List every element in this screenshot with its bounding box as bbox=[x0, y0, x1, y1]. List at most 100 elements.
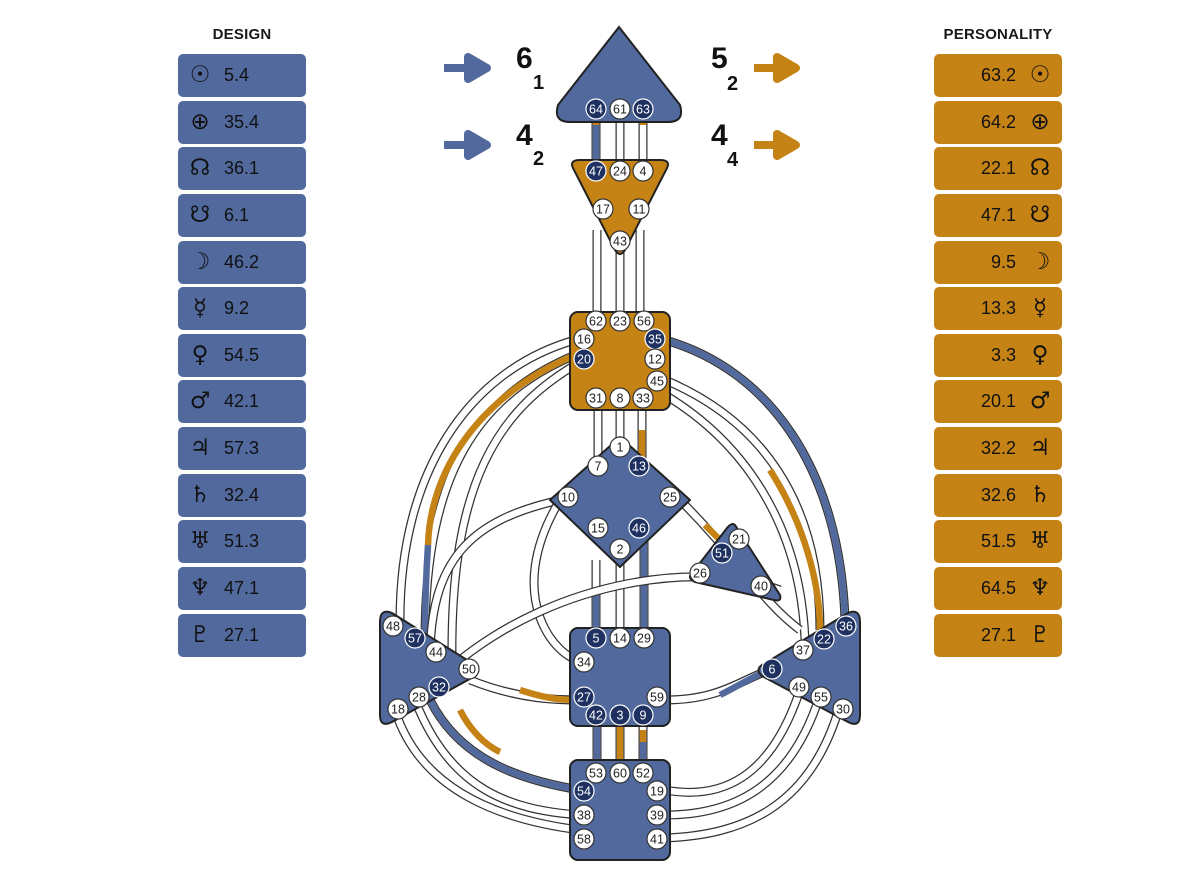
gate-label: 16 bbox=[577, 333, 591, 347]
pluto-icon: ♇ bbox=[189, 621, 211, 648]
head-center bbox=[555, 25, 683, 123]
personality-profile-bottom-sub: 4 bbox=[727, 149, 739, 171]
gate-label: 10 bbox=[561, 491, 575, 505]
personality-title: PERSONALITY bbox=[943, 26, 1053, 43]
gate-label: 5 bbox=[593, 632, 600, 646]
channel-20-34-lane bbox=[448, 362, 577, 661]
personality-planet-row: 64.5♆ bbox=[934, 567, 1062, 611]
personality-profile-top: 5 bbox=[711, 42, 728, 75]
personality-planet-value: 27.1 bbox=[980, 624, 1016, 645]
earth-icon: ⊕ bbox=[1030, 108, 1050, 135]
gate-label: 11 bbox=[633, 203, 646, 217]
gate-label: 58 bbox=[577, 833, 591, 847]
personality-planet-value: 9.5 bbox=[990, 251, 1016, 272]
gate-label: 9 bbox=[640, 709, 647, 723]
gate-label: 33 bbox=[636, 392, 650, 406]
gate-label: 38 bbox=[577, 809, 591, 823]
personality-planet-row: 27.1♇ bbox=[934, 613, 1062, 657]
gate-21: 21 bbox=[728, 528, 750, 550]
personality-planet-row: 47.1☋ bbox=[934, 193, 1062, 237]
channel-32-54-lane bbox=[427, 698, 581, 794]
gate-label: 59 bbox=[650, 691, 664, 705]
gate-39: 39 bbox=[646, 804, 668, 826]
south-node-icon: ☋ bbox=[1029, 201, 1051, 228]
gate-label: 34 bbox=[577, 656, 591, 670]
design-planet-row: ☽46.2 bbox=[178, 240, 306, 284]
gate-5: 5 bbox=[585, 627, 607, 649]
gate-59: 59 bbox=[646, 686, 668, 708]
gate-62: 62 bbox=[585, 310, 607, 332]
gate-29: 29 bbox=[633, 627, 655, 649]
personality-planet-value: 51.5 bbox=[980, 531, 1016, 552]
gate-24: 24 bbox=[609, 160, 631, 182]
gate-label: 55 bbox=[814, 691, 828, 705]
gate-15: 15 bbox=[587, 517, 609, 539]
uranus-icon: ♅ bbox=[1029, 528, 1051, 555]
sun-icon: ☉ bbox=[189, 62, 211, 88]
gate-13: 13 bbox=[628, 455, 650, 477]
gate-label: 36 bbox=[839, 620, 853, 634]
centers bbox=[379, 25, 861, 861]
gate-53: 53 bbox=[585, 762, 607, 784]
jupiter-icon: ♃ bbox=[1029, 435, 1051, 462]
neptune-icon: ♆ bbox=[189, 575, 211, 602]
gate-label: 51 bbox=[715, 547, 729, 561]
design-planet-row: ♆47.1 bbox=[178, 567, 306, 611]
gate-32: 32 bbox=[428, 676, 450, 698]
gate-18: 18 bbox=[387, 698, 409, 720]
personality-profile: 5 2 4 4 bbox=[711, 42, 800, 171]
gate-label: 28 bbox=[412, 691, 426, 705]
gate-63: 63 bbox=[632, 98, 654, 120]
design-planet-row: ♃57.3 bbox=[178, 427, 306, 471]
personality-profile-bottom: 4 bbox=[711, 119, 728, 152]
personality-planet-row: 22.1 ☊ bbox=[934, 147, 1062, 191]
north-node-icon: ☊ bbox=[189, 155, 211, 182]
gate-label: 49 bbox=[792, 681, 806, 695]
design-planet-row: ☋6.1 bbox=[178, 193, 306, 237]
gate-35: 35 bbox=[644, 328, 666, 350]
design-planet-value: 46.2 bbox=[224, 251, 260, 272]
gate-label: 61 bbox=[613, 103, 627, 117]
north-node-icon: ☊ bbox=[1029, 155, 1051, 182]
gate-label: 24 bbox=[613, 165, 627, 179]
saturn-icon: ♄ bbox=[189, 481, 211, 508]
gate-41: 41 bbox=[646, 828, 668, 850]
gate-label: 35 bbox=[648, 333, 662, 347]
mercury-icon: ☿ bbox=[192, 295, 208, 322]
gate-54: 54 bbox=[573, 780, 595, 802]
personality-planet-value: 64.5 bbox=[980, 578, 1016, 599]
gate-label: 26 bbox=[693, 567, 707, 581]
gate-38: 38 bbox=[573, 804, 595, 826]
design-planet-row: ♇27.1 bbox=[178, 613, 306, 657]
design-profile-top-sub: 1 bbox=[533, 72, 544, 94]
gate-label: 20 bbox=[577, 353, 591, 367]
personality-planet-value: 22.1 bbox=[980, 158, 1016, 179]
channel-35-36-activation bbox=[664, 336, 849, 621]
gate-22: 22 bbox=[813, 628, 835, 650]
gate-label: 31 bbox=[589, 392, 603, 406]
south-node-icon: ☋ bbox=[189, 201, 211, 228]
gate-label: 54 bbox=[577, 785, 591, 799]
design-profile-bottom-sub: 2 bbox=[533, 148, 544, 170]
gate-57: 57 bbox=[404, 627, 426, 649]
gate-label: 40 bbox=[754, 580, 768, 594]
gate-3: 3 bbox=[609, 704, 631, 726]
gate-label: 4 bbox=[640, 165, 647, 179]
design-top-arrow-icon bbox=[444, 53, 491, 83]
gate-label: 2 bbox=[617, 543, 624, 557]
channel-10-57-lane bbox=[426, 496, 561, 661]
gate-label: 21 bbox=[732, 533, 746, 547]
personality-planet-value: 32.6 bbox=[980, 484, 1016, 505]
design-bottom-arrow-icon bbox=[444, 130, 491, 160]
gate-4: 4 bbox=[632, 160, 654, 182]
gate-label: 12 bbox=[648, 353, 662, 367]
venus-icon: ♀ bbox=[1031, 341, 1049, 368]
gate-14: 14 bbox=[609, 627, 631, 649]
personality-planet-value: 64.2 bbox=[980, 111, 1016, 132]
personality-planet-row: 20.1♂ bbox=[934, 380, 1062, 424]
gate-label: 39 bbox=[650, 809, 664, 823]
gate-17: 17 bbox=[592, 198, 614, 220]
gate-label: 18 bbox=[391, 703, 405, 717]
g-center bbox=[549, 436, 691, 568]
gate-40: 40 bbox=[750, 575, 772, 597]
